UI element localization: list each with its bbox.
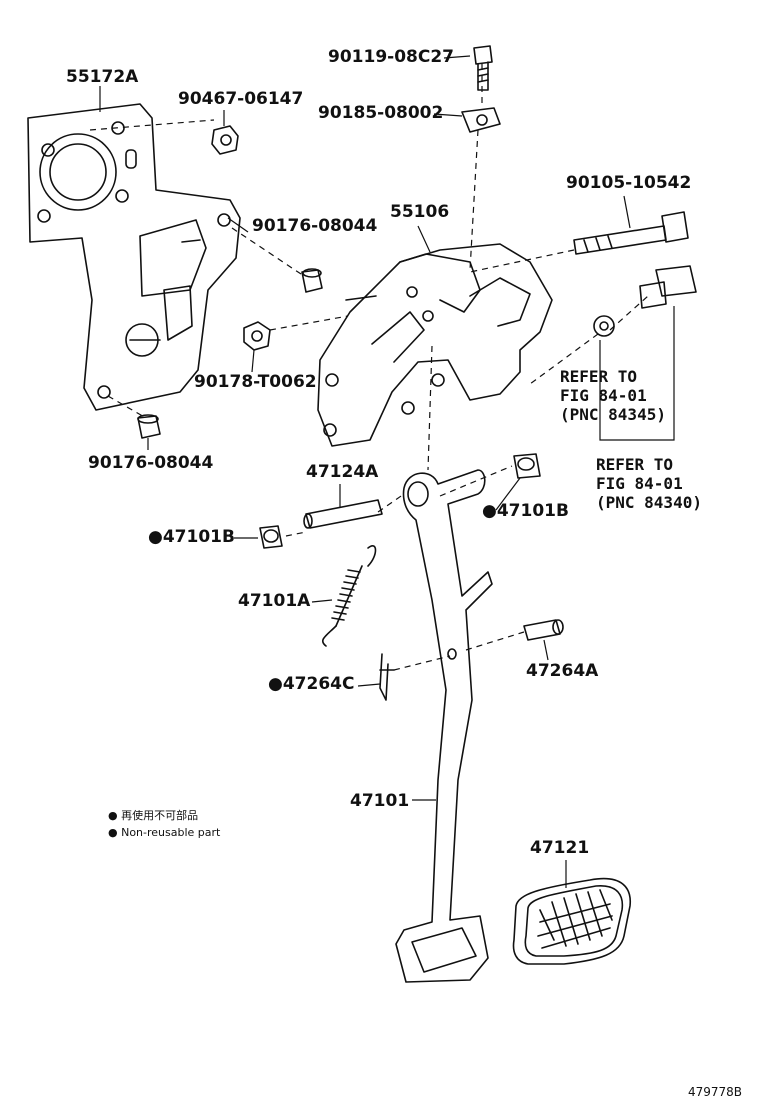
callout-55106[interactable]: 55106	[390, 202, 450, 222]
bushing-47101B-right	[513, 453, 541, 479]
refer-line: FIG 84-01	[596, 474, 683, 493]
callout-47264C[interactable]: ●47264C	[268, 674, 355, 694]
refer-line: (PNC 84345)	[560, 405, 666, 424]
callout-47101[interactable]: 47101	[350, 791, 410, 811]
callout-90176-08044-lower[interactable]: 90176-08044	[88, 453, 214, 473]
clip-nut-90185-08002	[461, 107, 501, 133]
figure-id: 479778B	[688, 1085, 743, 1099]
callout-90185-08002[interactable]: 90185-08002	[318, 103, 444, 123]
pedal-pad-47121	[512, 877, 632, 965]
pin-47124A	[303, 499, 383, 529]
callout-90105-10542[interactable]: 90105-10542	[566, 173, 692, 193]
nut-90178-T0062	[243, 321, 271, 351]
callout-90119-08C27[interactable]: 90119-08C27	[328, 47, 454, 67]
refer-line: REFER TO	[596, 455, 674, 474]
refer-to-pnc-84340[interactable]: REFER TO FIG 84-01 (PNC 84340)	[596, 455, 702, 512]
callout-47101B-right[interactable]: ●47101B	[482, 501, 569, 521]
callout-90178-T0062[interactable]: 90178-T0062	[194, 372, 317, 392]
nut-90176-08044-upper	[301, 268, 323, 293]
bushing-47101B-left	[259, 525, 283, 549]
callout-90467-06147[interactable]: 90467-06147	[178, 89, 304, 109]
legend-non-reusable-en: ● Non-reusable part	[108, 826, 221, 839]
brake-pedal-arm-47101	[395, 469, 493, 983]
callout-90176-08044-upper[interactable]: 90176-08044	[252, 216, 378, 236]
nut-90467-06147	[211, 125, 239, 155]
refer-to-pnc-84345[interactable]: REFER TO FIG 84-01 (PNC 84345)	[560, 367, 666, 424]
pin-47264A	[523, 619, 564, 641]
refer-line: (PNC 84340)	[596, 493, 702, 512]
return-spring-47101A	[321, 545, 377, 647]
callout-47101B-left[interactable]: ●47101B	[148, 527, 235, 547]
pedal-bracket-55172A	[27, 103, 241, 411]
stop-lamp-switch	[593, 265, 697, 337]
callout-47101A[interactable]: 47101A	[238, 591, 311, 611]
callout-47264A[interactable]: 47264A	[526, 661, 599, 681]
callout-47124A[interactable]: 47124A	[306, 462, 379, 482]
callout-55172A[interactable]: 55172A	[66, 67, 139, 87]
legend-non-reusable-jp: ● 再使用不可部品	[108, 809, 199, 822]
clip-47264C	[379, 653, 395, 701]
refer-line: REFER TO	[560, 367, 638, 386]
nut-90176-08044-lower	[137, 414, 161, 439]
callout-47121[interactable]: 47121	[530, 838, 590, 858]
refer-line: FIG 84-01	[560, 386, 647, 405]
bolt-90105-10542	[573, 211, 689, 255]
bolt-90119-08C27	[473, 45, 493, 91]
pedal-support-55106	[317, 243, 553, 447]
